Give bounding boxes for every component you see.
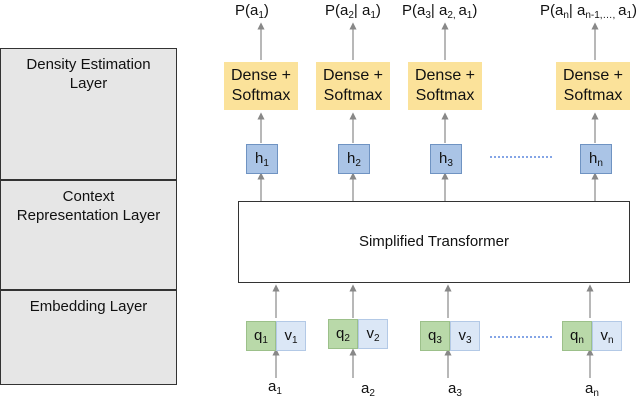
value-embedding-n: vn — [592, 321, 622, 351]
dense-softmax-box-2: Dense +Softmax — [316, 62, 390, 110]
transformer-label: Simplified Transformer — [358, 233, 510, 250]
prob-label-2: P(a2| a1) — [325, 2, 381, 21]
dense-softmax-box-1: Dense +Softmax — [224, 62, 298, 110]
simplified-transformer-box: Simplified Transformer — [238, 201, 630, 283]
dense-softmax-box-n: Dense +Softmax — [556, 62, 630, 110]
density-layer-line1: Density Estimation — [26, 56, 151, 73]
query-embedding-2: q2 — [328, 319, 358, 349]
hidden-state-1: h1 — [246, 144, 278, 174]
embedding-layer: Embedding Layer — [0, 290, 177, 385]
embedding-pair-1: q1 v1 — [246, 321, 306, 351]
input-token-n: an — [585, 380, 599, 399]
embedding-layer-line1: Embedding Layer — [29, 298, 148, 315]
embedding-pair-3: q3 v3 — [420, 321, 480, 351]
value-embedding-3: v3 — [450, 321, 480, 351]
embedding-pair-2: q2 v2 — [328, 319, 388, 349]
query-embedding-1: q1 — [246, 321, 276, 351]
context-representation-layer: Context Representation Layer — [0, 180, 177, 290]
prob-label-3: P(a3| a2, a1) — [402, 2, 478, 21]
embedding-pair-n: qn vn — [562, 321, 622, 351]
prob-label-n: P(an| an-1,…, a1) — [540, 2, 638, 21]
value-embedding-2: v2 — [358, 319, 388, 349]
input-token-2: a2 — [361, 380, 375, 399]
density-estimation-layer: Density Estimation Layer — [0, 48, 177, 180]
input-token-1: a1 — [268, 378, 282, 397]
hidden-state-n: hn — [580, 144, 612, 174]
context-layer-line1: Context — [62, 188, 115, 205]
hidden-state-2: h2 — [338, 144, 370, 174]
query-embedding-3: q3 — [420, 321, 450, 351]
context-layer-line2: Representation Layer — [16, 207, 161, 224]
dense-softmax-box-3: Dense +Softmax — [408, 62, 482, 110]
query-embedding-n: qn — [562, 321, 592, 351]
hidden-state-3: h3 — [430, 144, 462, 174]
density-layer-line2: Layer — [69, 75, 108, 92]
prob-label-1: P(a1) — [235, 2, 269, 21]
value-embedding-1: v1 — [276, 321, 306, 351]
input-token-3: a3 — [448, 380, 462, 399]
